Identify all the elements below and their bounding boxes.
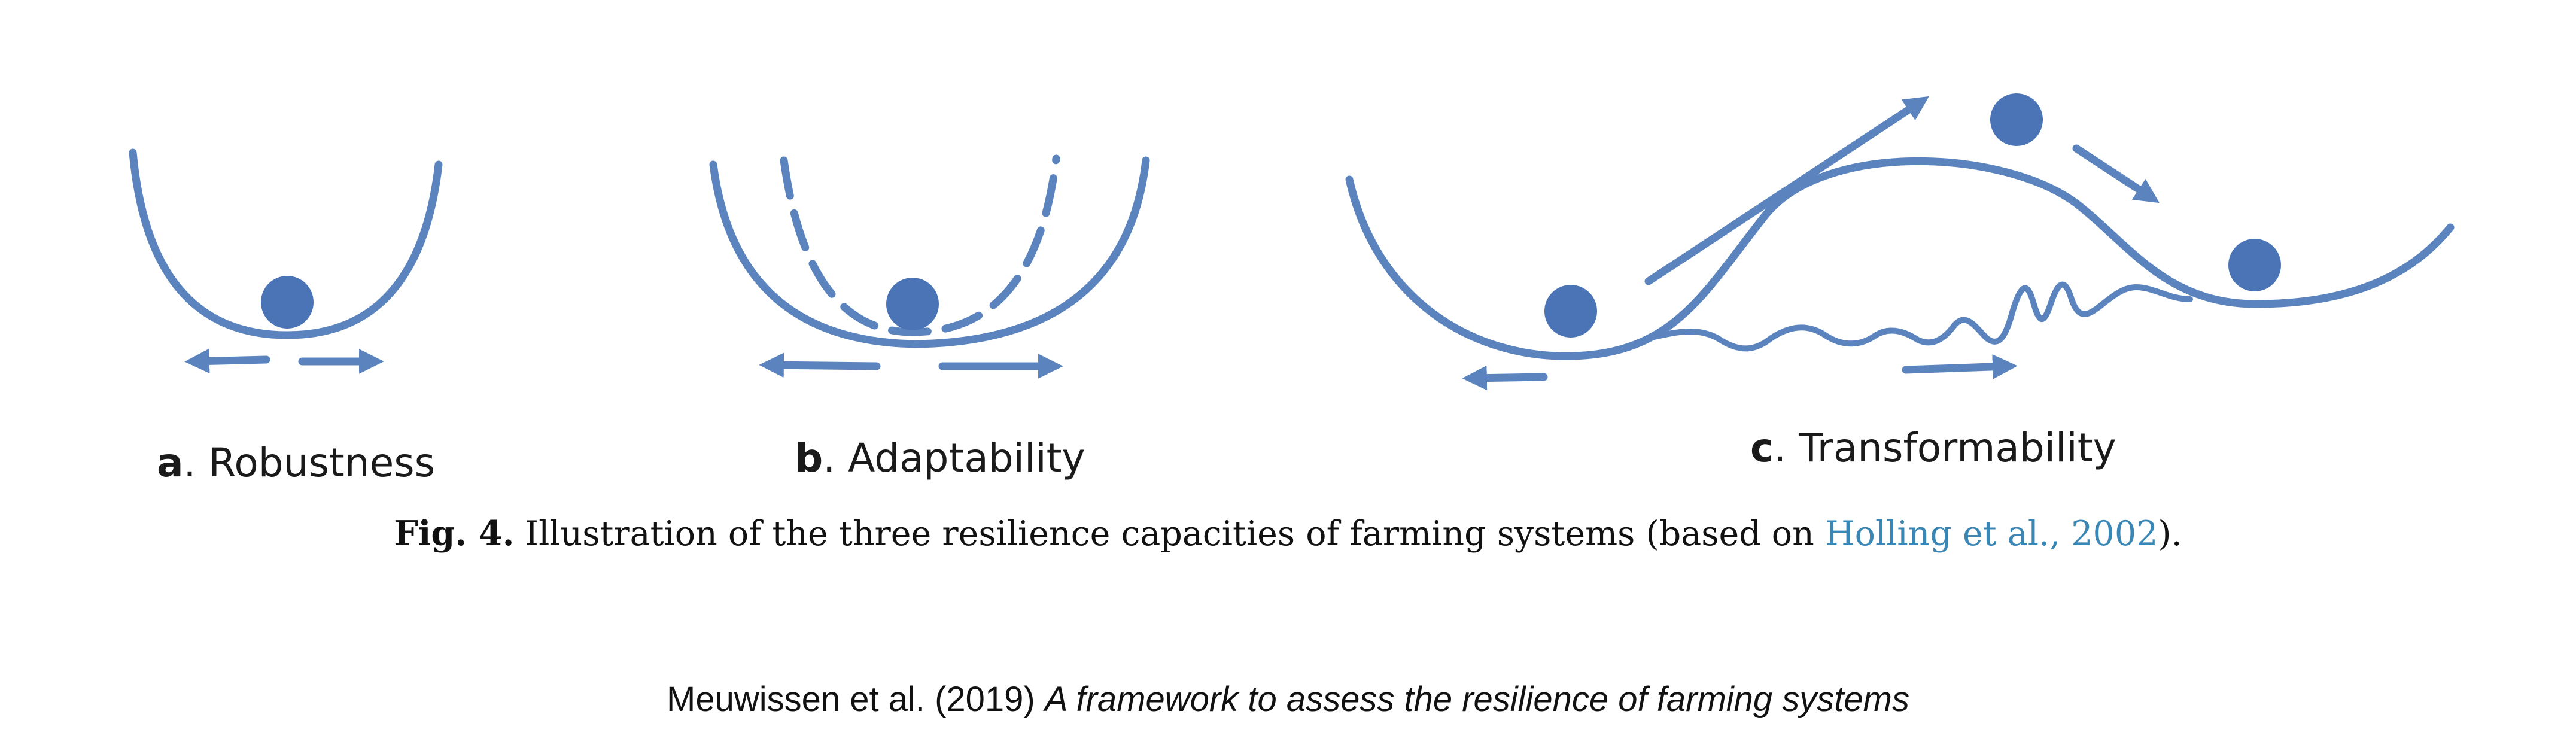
panel-c-transformability-diagram	[1345, 93, 2455, 391]
transformability-arrow-up	[1644, 96, 1929, 285]
adaptability-dashed-basin-curve	[780, 154, 1060, 336]
panel-b-name: Adaptability	[848, 435, 1085, 481]
transformability-ball-left	[1544, 285, 1597, 338]
panel-b-label: b. Adaptability	[795, 435, 1085, 481]
robustness-basin-curve	[129, 148, 443, 339]
transformability-arrow-left	[1462, 365, 1548, 391]
panel-c-letter: c	[1750, 425, 1774, 471]
panel-a-name: Robustness	[208, 440, 435, 486]
adaptability-ball	[886, 278, 939, 330]
panel-b-adaptability-diagram	[709, 154, 1150, 379]
transformability-ball-top	[1990, 93, 2043, 146]
robustness-ball	[261, 276, 314, 329]
resilience-diagram	[129, 93, 2455, 391]
figure-label: Fig. 4.	[394, 513, 515, 554]
panel-c-name: Transformability	[1799, 425, 2116, 471]
caption-text-end: ).	[2158, 514, 2182, 554]
source-citation: Meuwissen et al. (2019) A framework to a…	[0, 679, 2576, 719]
citation-authors: Meuwissen et al. (2019)	[667, 680, 1045, 719]
panel-a-robustness-diagram	[129, 148, 443, 374]
panel-c-label: c. Transformability	[1750, 425, 2116, 471]
figure-caption: Fig. 4. Illustration of the three resili…	[0, 513, 2576, 554]
transformability-ball-right	[2228, 239, 2281, 291]
caption-text: Illustration of the three resilience cap…	[514, 514, 1825, 554]
adaptability-arrow-left	[759, 352, 881, 378]
transformability-arrow-down	[2072, 144, 2160, 203]
transformability-landscape-curve	[1345, 157, 2455, 360]
transformability-wavy-path	[1646, 281, 2193, 352]
panel-b-letter: b	[795, 435, 823, 481]
panel-a-letter: a	[157, 440, 184, 486]
panel-a-label: a. Robustness	[157, 440, 435, 486]
robustness-arrow-left	[184, 348, 270, 374]
transformability-arrow-right	[1902, 354, 2018, 379]
adaptability-outer-basin-curve	[709, 156, 1150, 348]
citation-title: A framework to assess the resilience of …	[1044, 680, 1909, 719]
caption-reference-link[interactable]: Holling et al., 2002	[1824, 514, 2158, 554]
